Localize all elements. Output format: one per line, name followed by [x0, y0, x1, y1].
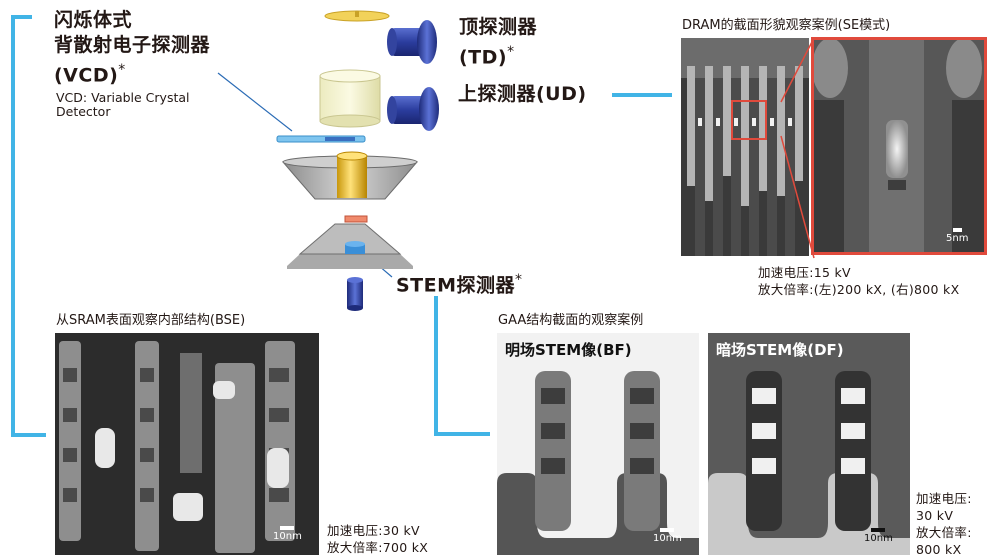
sram-param-magnification: 放大倍率:700 kX: [327, 540, 429, 555]
gaa-df-right-stack: [835, 371, 871, 531]
gaa-param-magnification-value: 800 kX: [916, 542, 962, 557]
vcd-label-line3: (VCD)*: [54, 58, 210, 88]
gaa-param-magnification-label: 放大倍率:: [916, 525, 972, 540]
zoom-connector-lines: [780, 37, 815, 259]
dram-param-voltage: 加速电压:15 kV: [758, 265, 851, 280]
gaa-df-title: 暗场STEM像(DF): [716, 341, 844, 359]
gaa-bf-scale-label: 10nm: [653, 533, 682, 544]
dram-left-texture: [681, 38, 809, 256]
top-aperture-disk: [324, 10, 390, 22]
gaa-df-scale-bar: 10nm: [864, 528, 893, 544]
vcd-note-line1: VCD: Variable Crystal: [56, 90, 190, 105]
specimen: [344, 215, 368, 223]
gaa-param-voltage-value: 30 kV: [916, 508, 954, 523]
ud-label: 上探测器(UD): [458, 83, 587, 105]
dram-caption: DRAM的截面形貌观察案例(SE模式): [682, 18, 891, 33]
dram-zoom-texture: [814, 40, 984, 252]
dram-param-magnification: 放大倍率:(左)200 kX, (右)800 kX: [758, 282, 960, 297]
gaa-bf-right-stack: [624, 371, 660, 531]
dram-scale-bar-line: [952, 228, 962, 232]
sram-texture: [55, 333, 319, 555]
objective-lens: [281, 151, 419, 200]
stem-to-gaa-connector: [434, 296, 490, 436]
ud-detector-shape: [387, 87, 439, 131]
gaa-df-scale-bar-line: [871, 528, 886, 532]
gaa-df-left-stack: [746, 371, 782, 531]
td-abbrev: (TD): [459, 46, 508, 69]
gaa-bf-scale-bar-line: [660, 528, 675, 532]
dram-image-zoomed: 5nm: [811, 37, 987, 255]
td-asterisk: *: [507, 44, 515, 60]
vcd-detector-shape: [276, 135, 366, 143]
gaa-bf-scale-bar: 10nm: [653, 528, 682, 544]
vcd-leader-line: [217, 72, 293, 132]
sram-param-voltage: 加速电压:30 kV: [327, 523, 420, 538]
vcd-note-line2: Detector: [56, 104, 111, 119]
td-label-line2: (TD)*: [459, 40, 537, 70]
gaa-bf-left-stack: [535, 371, 571, 531]
dram-parameters: 加速电压:15 kV 放大倍率:(左)200 kX, (右)800 kX: [758, 264, 959, 298]
vcd-label-line2: 背散射电子探测器: [54, 34, 211, 56]
cream-cylinder: [319, 69, 381, 128]
gaa-bf-image: 明场STEM像(BF) 10nm: [497, 333, 699, 555]
vcd-note: VCD: Variable Crystal Detector: [56, 91, 189, 119]
vcd-asterisk: *: [118, 62, 126, 78]
vcd-abbrev: (VCD): [54, 64, 119, 87]
gaa-bf-title: 明场STEM像(BF): [505, 341, 632, 359]
gaa-df-scale-label: 10nm: [864, 533, 893, 544]
stem-asterisk: *: [515, 272, 523, 288]
zoom-region-box: [731, 100, 767, 140]
sram-scale-bar-line: [280, 526, 295, 530]
gaa-df-image: 暗场STEM像(DF) 10nm: [708, 333, 910, 555]
gaa-param-voltage-label: 加速电压:: [916, 491, 972, 506]
vcd-label-line1: 闪烁体式: [54, 9, 133, 31]
gaa-df-texture: [708, 333, 910, 555]
detector-schematic: [276, 10, 439, 311]
sram-image: 10nm: [55, 333, 319, 555]
dram-scale-label: 5nm: [946, 233, 969, 244]
stem-text: STEM探测器: [396, 274, 516, 297]
td-label-line1: 顶探测器: [459, 16, 538, 38]
sram-caption: 从SRAM表面观察内部结构(BSE): [56, 313, 246, 328]
stem-label: STEM探测器*: [396, 268, 523, 298]
dram-scale-bar: 5nm: [946, 228, 968, 244]
lower-pole-piece: [287, 223, 413, 269]
td-label: 顶探测器 (TD)*: [459, 15, 537, 70]
stem-detector-shape: [347, 277, 363, 311]
sram-scale-label: 10nm: [273, 531, 302, 542]
td-detector-shape: [387, 20, 437, 64]
vcd-label: 闪烁体式 背散射电子探测器 (VCD)*: [54, 8, 210, 88]
gaa-parameters: 加速电压: 30 kV 放大倍率: 800 kX: [916, 490, 972, 558]
gaa-caption: GAA结构截面的观察案例: [498, 313, 644, 328]
sram-scale-bar: 10nm: [273, 526, 302, 542]
gaa-bf-texture: [497, 333, 699, 555]
vcd-to-sram-connector: [11, 15, 46, 437]
sram-parameters: 加速电压:30 kV 放大倍率:700 kX: [327, 522, 428, 556]
dram-image-left: [681, 38, 809, 256]
